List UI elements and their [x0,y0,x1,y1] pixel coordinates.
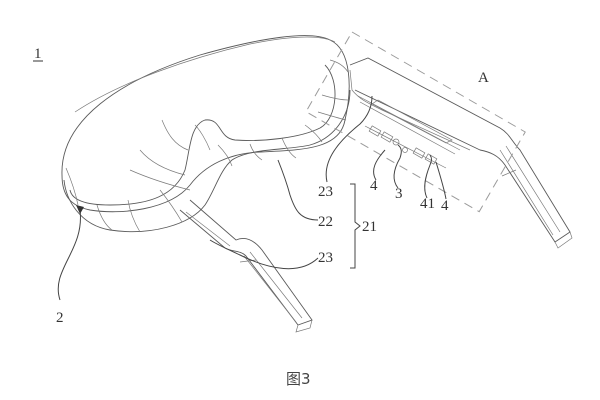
label-4-right: 4 [441,198,449,214]
label-2: 2 [56,310,64,326]
eye-mask-body [61,35,351,233]
left-leg [179,199,313,333]
right-arm [349,57,573,249]
label-3: 3 [395,186,403,202]
label-41: 41 [420,196,435,212]
detail-label-a: A [478,70,489,86]
label-23-bottom: 23 [318,250,333,266]
label-23-top: 23 [318,184,333,200]
assembly-label: 1 [33,46,43,62]
label-21: 21 [362,219,377,235]
label-22: 22 [318,214,333,230]
label-4-left: 4 [370,178,378,194]
brace-21 [350,183,361,269]
detail-box-a [305,31,526,213]
svg-text:1: 1 [34,46,42,62]
leader-lines [57,95,447,301]
figure-caption: 图3 [286,370,311,388]
